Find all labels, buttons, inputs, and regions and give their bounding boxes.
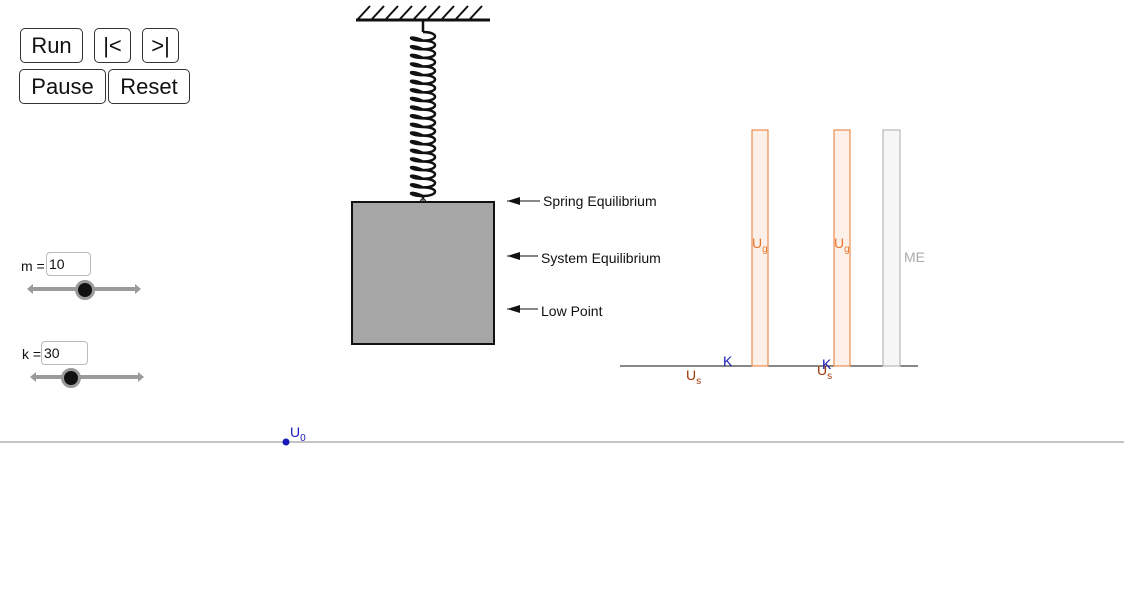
me-label: ME [904, 249, 925, 265]
k-slider-knob[interactable] [61, 368, 81, 388]
k-label-1: K [723, 353, 733, 369]
k-slider-track[interactable] [30, 372, 144, 382]
me-bar [882, 129, 901, 367]
reset-button[interactable]: Reset [108, 69, 190, 104]
mass-input[interactable] [46, 252, 91, 276]
low-point-marker: Low Point [507, 303, 603, 319]
ceiling [356, 5, 490, 22]
low-point-label: Low Point [541, 303, 603, 319]
ug-label-1: Ug [752, 235, 768, 255]
spring [409, 20, 437, 206]
ug-label-2: Ug [834, 235, 850, 255]
ug-bar-1 [751, 129, 769, 367]
pause-button[interactable]: Pause [19, 69, 106, 104]
us-label-1: Us [686, 367, 701, 387]
step-back-button[interactable]: |< [94, 28, 131, 63]
u0-label: U0 [290, 424, 306, 444]
step-forward-button[interactable]: >| [142, 28, 179, 63]
k-label-2: K [822, 356, 832, 372]
spring-equilibrium-label: Spring Equilibrium [543, 193, 657, 209]
mass-block[interactable] [351, 201, 495, 345]
run-button[interactable]: Run [20, 28, 83, 63]
k-input[interactable] [41, 341, 88, 365]
k-slider-label: k = [22, 346, 42, 362]
ug-bar-2 [833, 129, 851, 367]
spring-equilibrium-marker: Spring Equilibrium [507, 193, 657, 209]
mass-slider-knob[interactable] [75, 280, 95, 300]
u0-point[interactable] [282, 438, 290, 446]
us-label-2: Us [817, 362, 832, 382]
energy-bars: Ug Ug ME K Us Us K [620, 129, 925, 387]
mass-slider-label: m = [21, 258, 45, 274]
system-equilibrium-label: System Equilibrium [541, 250, 661, 266]
system-equilibrium-marker: System Equilibrium [507, 250, 661, 266]
